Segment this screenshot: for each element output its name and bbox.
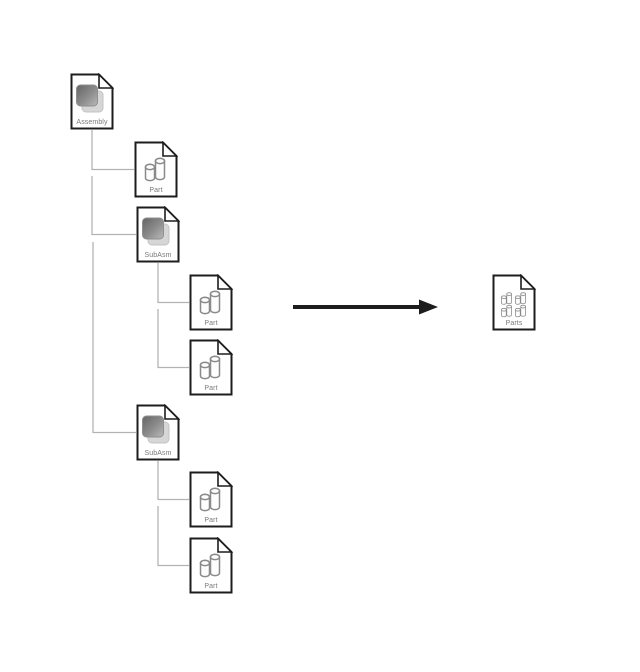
- connector-subasm2-part1: [157, 461, 189, 501]
- connector-assembly-subasm2: [92, 242, 136, 434]
- node-subasm2: SubAsm: [136, 404, 180, 461]
- node-label: SubAsm: [144, 450, 172, 457]
- node-part1: Part: [134, 141, 178, 198]
- node-subasm1-part1: Part: [189, 274, 233, 331]
- node-label: Part: [204, 320, 218, 327]
- node-label: Part: [204, 583, 218, 590]
- right-arrow-icon: [293, 299, 438, 315]
- node-label: Assembly: [76, 119, 108, 126]
- node-subasm2-part2: Part: [189, 537, 233, 594]
- connector-subasm1-part2: [157, 309, 189, 369]
- node-subasm1-part2: Part: [189, 339, 233, 396]
- node-label: Part: [149, 187, 163, 194]
- node-assembly: Assembly: [70, 73, 114, 130]
- node-subasm2-part1: Part: [189, 471, 233, 528]
- node-parts-result: Parts: [492, 274, 536, 331]
- connector-assembly-part1: [91, 130, 134, 171]
- node-label: Part: [204, 517, 218, 524]
- node-subasm1: SubAsm: [136, 206, 180, 263]
- node-label: Parts: [505, 320, 523, 327]
- connector-subasm2-part2: [157, 506, 189, 567]
- connector-assembly-subasm1: [91, 176, 136, 236]
- node-label: Part: [204, 385, 218, 392]
- connector-subasm1-part1: [157, 263, 189, 304]
- node-label: SubAsm: [144, 252, 172, 259]
